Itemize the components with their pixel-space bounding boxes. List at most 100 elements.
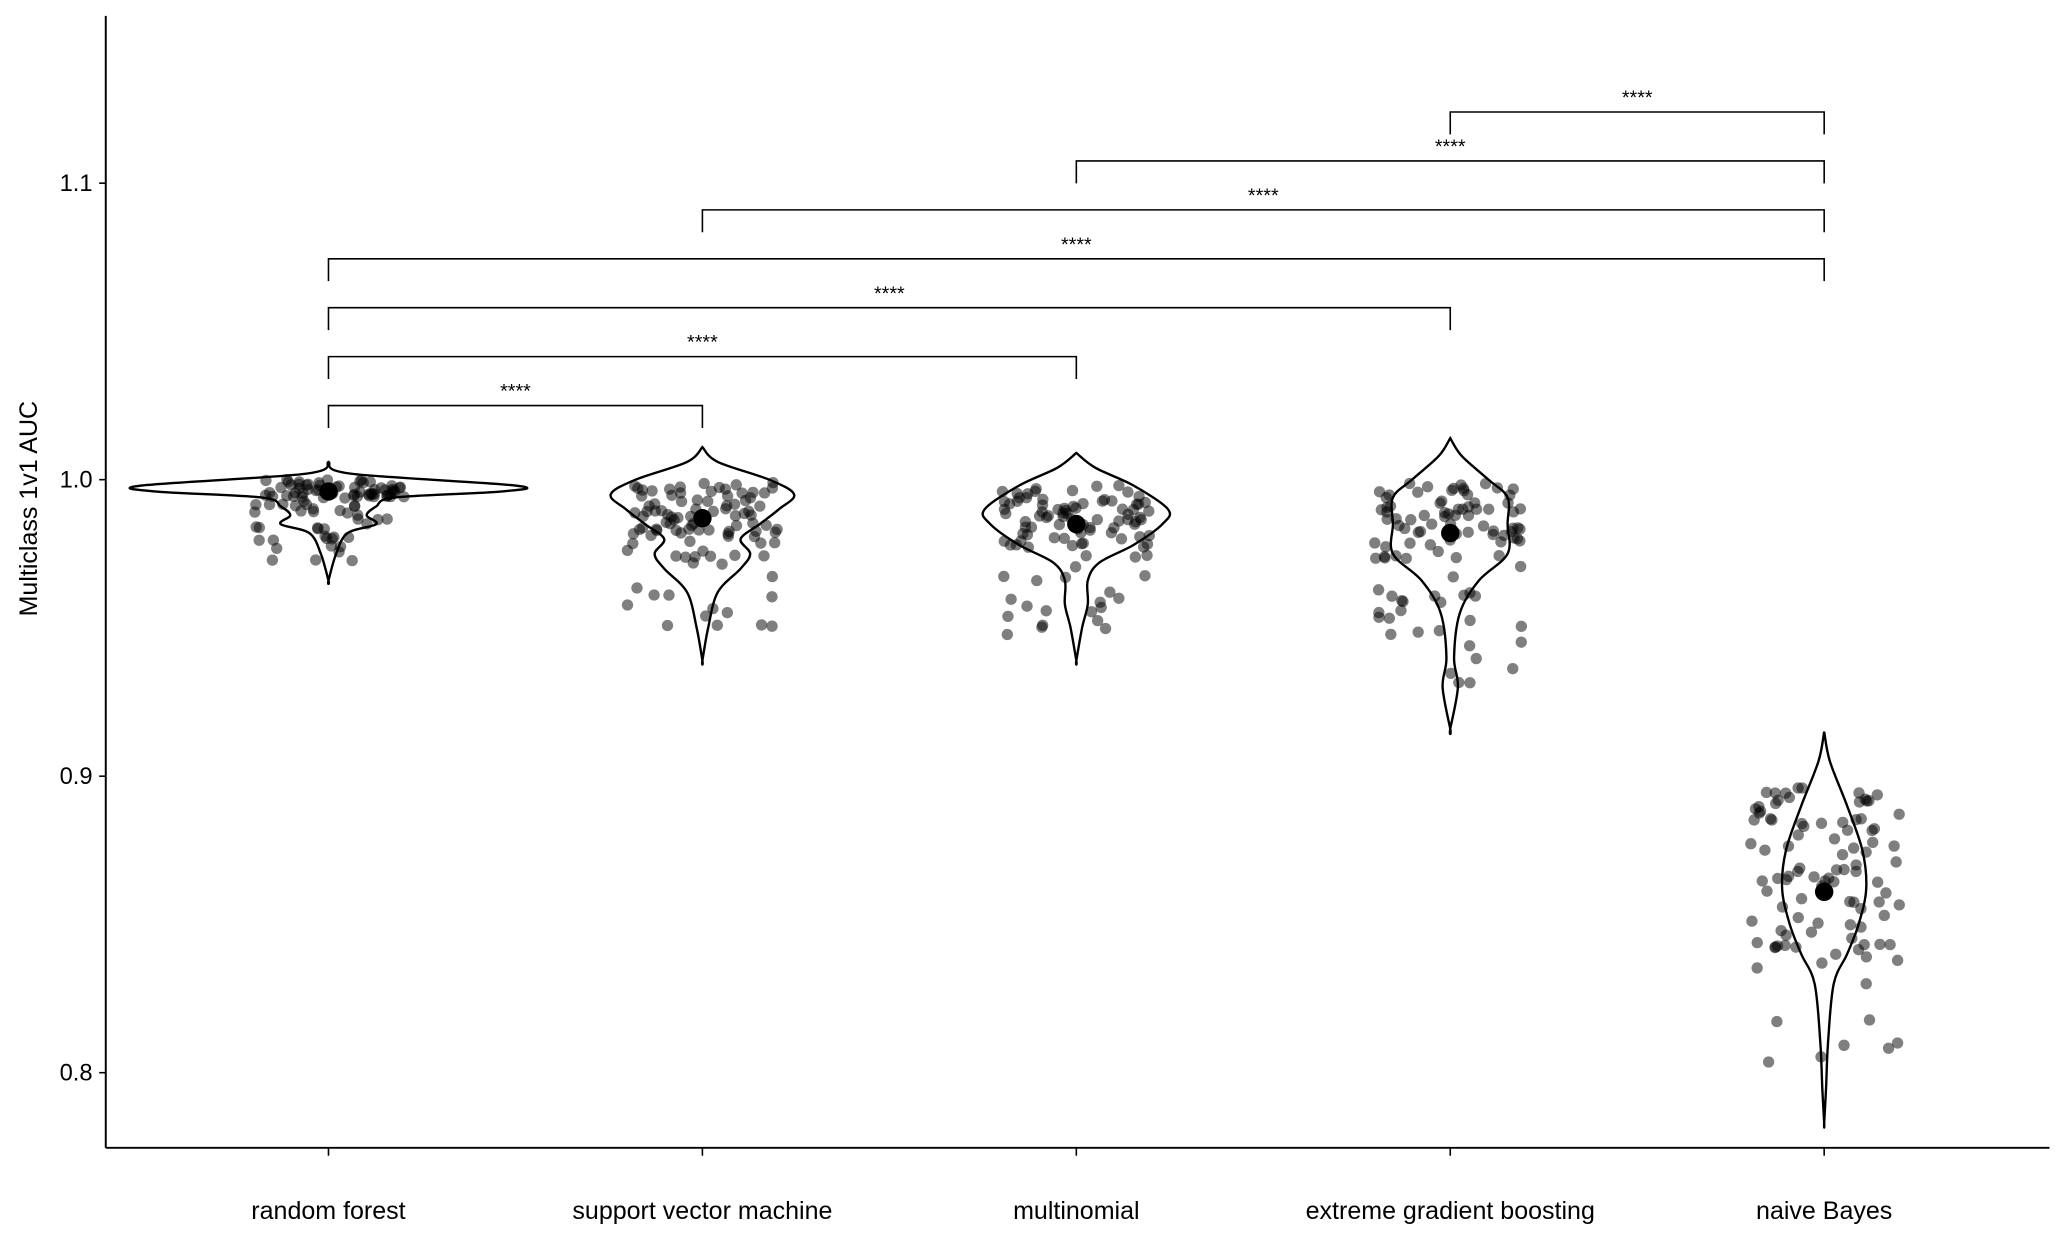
violin-4 — [1780, 731, 1868, 1129]
data-point — [1507, 483, 1519, 495]
data-point — [1487, 525, 1500, 537]
data-point — [739, 494, 752, 507]
data-point — [1502, 497, 1514, 509]
significance-bracket — [1075, 160, 1825, 184]
data-point — [1108, 522, 1120, 534]
data-point — [1852, 943, 1865, 956]
data-point — [1069, 561, 1082, 573]
data-point — [1893, 808, 1905, 820]
data-point — [1748, 814, 1760, 826]
data-point — [249, 506, 261, 518]
data-point — [1094, 596, 1106, 608]
data-point — [1436, 495, 1448, 507]
data-point — [1882, 1042, 1895, 1054]
data-point — [1021, 600, 1033, 612]
data-point — [679, 551, 692, 563]
data-point — [721, 490, 734, 502]
data-point — [1891, 954, 1904, 966]
data-point — [1815, 1051, 1827, 1063]
data-point — [702, 495, 714, 507]
data-point — [1796, 817, 1808, 830]
data-point — [1385, 628, 1397, 641]
data-point — [1412, 626, 1424, 638]
data-point — [998, 570, 1010, 583]
significance-bracket — [327, 306, 1452, 331]
data-point — [1780, 929, 1792, 941]
data-point — [1141, 538, 1154, 550]
data-point — [1760, 786, 1773, 799]
data-point — [1091, 480, 1103, 492]
data-point — [1021, 529, 1034, 541]
data-point — [1764, 813, 1777, 825]
y-ticks: 0.80.91.01.1 — [60, 171, 106, 1087]
data-point — [662, 508, 674, 521]
mean-point — [1067, 514, 1086, 534]
data-point — [1080, 550, 1092, 562]
data-point — [1848, 896, 1860, 908]
data-point — [1491, 482, 1504, 494]
data-point — [1404, 537, 1416, 549]
y-tick-label: 0.8 — [60, 1061, 93, 1087]
data-point — [1130, 498, 1143, 511]
data-point — [1792, 911, 1804, 924]
data-point — [1756, 875, 1768, 887]
data-point — [1453, 676, 1465, 689]
data-point — [674, 481, 686, 493]
data-point — [1380, 491, 1392, 504]
data-point — [1013, 492, 1025, 504]
data-point — [333, 546, 345, 558]
data-point — [1129, 551, 1142, 563]
significance-label: **** — [500, 381, 531, 403]
data-point — [1873, 896, 1885, 908]
data-point — [663, 589, 675, 601]
significance-bracket — [327, 404, 704, 428]
data-point — [1515, 636, 1527, 648]
data-point — [1515, 620, 1528, 633]
data-point — [1421, 481, 1434, 493]
data-point — [745, 509, 757, 521]
data-point — [1396, 594, 1408, 607]
data-point — [1836, 849, 1849, 861]
data-point — [259, 489, 272, 501]
data-point — [766, 570, 779, 583]
data-point — [1844, 919, 1857, 931]
data-point — [1464, 614, 1476, 627]
data-point — [275, 481, 287, 494]
data-point — [1745, 838, 1757, 850]
data-point — [1122, 486, 1134, 498]
data-point — [675, 495, 688, 508]
data-point — [1029, 485, 1041, 498]
data-point — [766, 620, 778, 632]
data-point — [1871, 876, 1884, 888]
data-point — [281, 474, 293, 486]
data-point — [1104, 586, 1116, 598]
data-point — [361, 518, 373, 530]
data-point — [1424, 539, 1437, 551]
data-point — [707, 602, 719, 615]
data-point — [750, 525, 762, 537]
data-point — [1860, 951, 1873, 963]
data-point — [326, 533, 338, 545]
data-point — [341, 507, 354, 519]
data-point — [1383, 612, 1395, 624]
x-tick-label: naive Bayes — [1756, 1197, 1892, 1225]
data-point — [1795, 893, 1808, 905]
data-point — [1070, 502, 1082, 514]
data-point — [1792, 782, 1804, 794]
data-point — [1113, 479, 1125, 492]
data-point — [691, 494, 704, 506]
data-point — [1512, 522, 1524, 534]
data-point — [1853, 796, 1866, 808]
data-point — [295, 505, 307, 517]
data-point — [1891, 1037, 1904, 1049]
data-point — [1884, 938, 1896, 951]
data-point — [723, 525, 735, 538]
data-point — [1838, 1039, 1850, 1051]
data-point — [1373, 606, 1385, 619]
data-point — [1002, 610, 1014, 623]
data-point — [1412, 526, 1425, 538]
data-point — [1098, 494, 1111, 506]
violin-2 — [981, 451, 1172, 666]
data-point — [1426, 518, 1438, 530]
